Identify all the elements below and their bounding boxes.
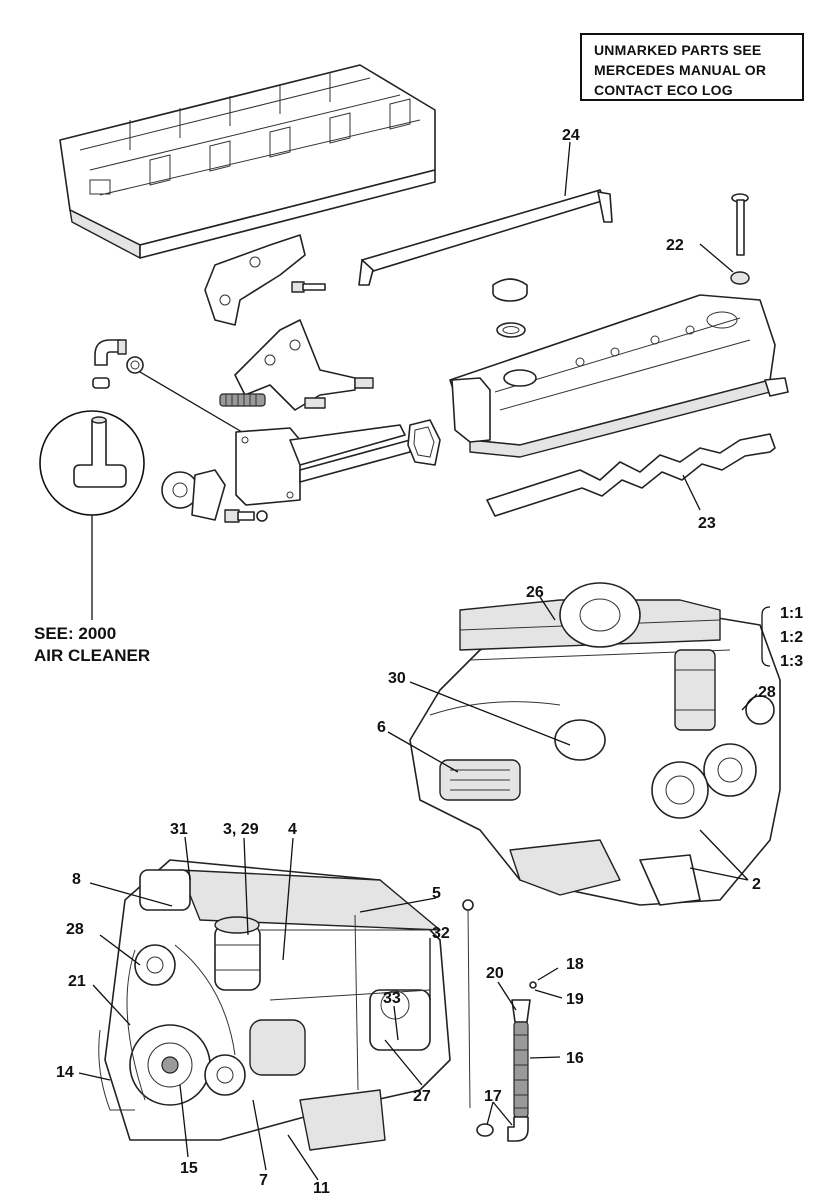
lower-bracket — [234, 319, 374, 411]
leader-lines — [78, 141, 771, 1181]
filler-tube — [476, 981, 537, 1142]
callout-22: 22 — [666, 237, 684, 254]
cylinder-head — [59, 64, 436, 259]
callout-20: 20 — [486, 965, 504, 982]
clip-small — [764, 377, 789, 397]
callout-28-left: 28 — [66, 921, 84, 938]
elbow-fitting — [94, 339, 127, 366]
callout-7: 7 — [259, 1172, 268, 1189]
callout-30: 30 — [388, 670, 406, 687]
filler-seal — [496, 322, 526, 338]
callout-24: 24 — [562, 127, 580, 144]
cover-plate — [235, 424, 411, 506]
callout-1-1: 1:1 — [780, 605, 803, 622]
spring — [219, 393, 266, 407]
callout-27: 27 — [413, 1088, 431, 1105]
callout-labels: 24 22 23 26 1:1 1:2 1:3 28 30 6 2 31 3, … — [56, 127, 803, 1197]
callout-6: 6 — [377, 719, 386, 736]
rocker-cover — [449, 294, 776, 458]
dipstick — [462, 899, 474, 1109]
callout-5: 5 — [432, 885, 441, 902]
note-line-1: UNMARKED PARTS SEE — [594, 42, 762, 58]
air-cleaner-reference: SEE: 2000 AIR CLEANER — [34, 623, 150, 667]
callout-18: 18 — [566, 956, 584, 973]
gasket-small — [407, 419, 441, 466]
callout-15: 15 — [180, 1160, 198, 1177]
callout-14: 14 — [56, 1064, 74, 1081]
callout-4: 4 — [288, 821, 297, 838]
callout-32: 32 — [432, 925, 450, 942]
bolt-upper — [291, 281, 326, 293]
pump-housing — [161, 469, 268, 523]
rocker-gasket — [486, 433, 776, 517]
long-bolt — [730, 193, 750, 285]
callout-33: 33 — [383, 990, 401, 1007]
callout-28-right: 28 — [758, 684, 776, 701]
callout-19: 19 — [566, 991, 584, 1008]
callout-31: 31 — [170, 821, 188, 838]
note-line-2: MERCEDES MANUAL OR — [594, 62, 767, 78]
callout-1-3: 1:3 — [780, 653, 803, 670]
callout-3-29: 3, 29 — [223, 821, 259, 838]
callout-11: 11 — [313, 1180, 330, 1197]
callout-8: 8 — [72, 871, 81, 888]
reference-line-2: AIR CLEANER — [34, 646, 151, 665]
callout-1-2: 1:2 — [780, 629, 803, 646]
callout-16: 16 — [566, 1050, 584, 1067]
unmarked-parts-note: UNMARKED PARTS SEE MERCEDES MANUAL OR CO… — [580, 33, 804, 101]
callout-26: 26 — [526, 584, 544, 601]
reference-line-1: SEE: 2000 — [34, 624, 117, 643]
note-line-3: CONTACT ECO LOG — [594, 82, 733, 98]
callout-2: 2 — [752, 876, 761, 893]
callout-17: 17 — [484, 1088, 502, 1105]
callout-23: 23 — [698, 515, 716, 532]
callout-21: 21 — [68, 973, 86, 990]
hose-clamp-b — [92, 377, 110, 389]
engine-left — [98, 859, 451, 1151]
upper-bracket — [204, 234, 306, 326]
air-cleaner-detail-circle — [39, 410, 145, 620]
breather-hose — [358, 189, 613, 286]
hose-clamp-a — [126, 356, 144, 374]
oil-filler-cap — [492, 278, 528, 302]
engine-right — [409, 582, 781, 906]
